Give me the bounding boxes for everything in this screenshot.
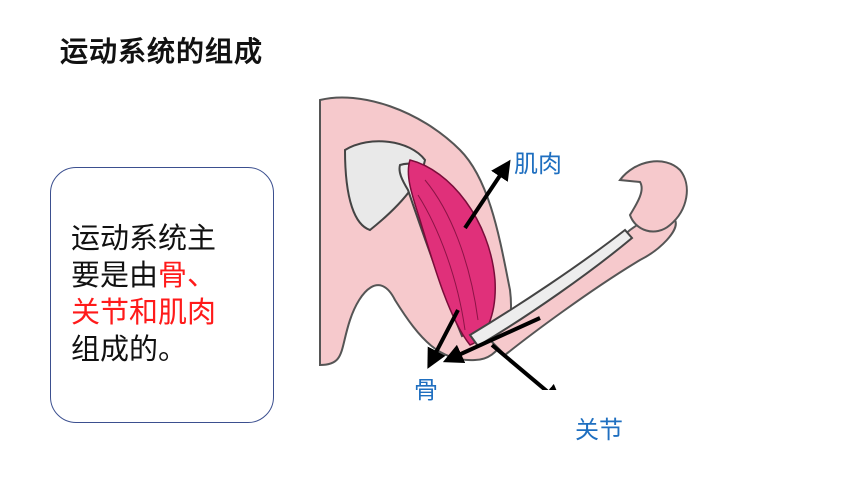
forearm-skin <box>483 213 677 357</box>
summary-line-4: 组成的。 <box>71 332 188 366</box>
slide-title: 运动系统的组成 <box>60 35 264 68</box>
summary-line-2: 要是由骨、 <box>71 257 261 294</box>
label-bone: 骨 <box>414 376 438 404</box>
joint-arrow-from-bone <box>442 316 541 363</box>
arm-illustration <box>319 96 688 390</box>
summary-highlight-joint-muscle: 关节和肌肉 <box>71 295 217 329</box>
joint-arrow <box>490 343 563 390</box>
muscle-arrow <box>463 159 511 230</box>
summary-line-1: 运动系统主 <box>71 221 217 255</box>
summary-line-2-a: 要是由 <box>71 258 159 292</box>
label-muscle: 肌肉 <box>514 150 562 178</box>
label-joint: 关节 <box>575 416 623 444</box>
bone-arrow <box>427 309 460 369</box>
forearm-bones <box>468 228 634 348</box>
summary-highlight-bone: 骨、 <box>158 258 217 292</box>
biceps-muscle <box>407 159 496 346</box>
summary-text: 运动系统主 要是由骨、 关节和肌肉 组成的。 <box>71 220 261 368</box>
hand <box>618 160 688 233</box>
summary-box: 运动系统主 要是由骨、 关节和肌肉 组成的。 <box>50 167 274 423</box>
